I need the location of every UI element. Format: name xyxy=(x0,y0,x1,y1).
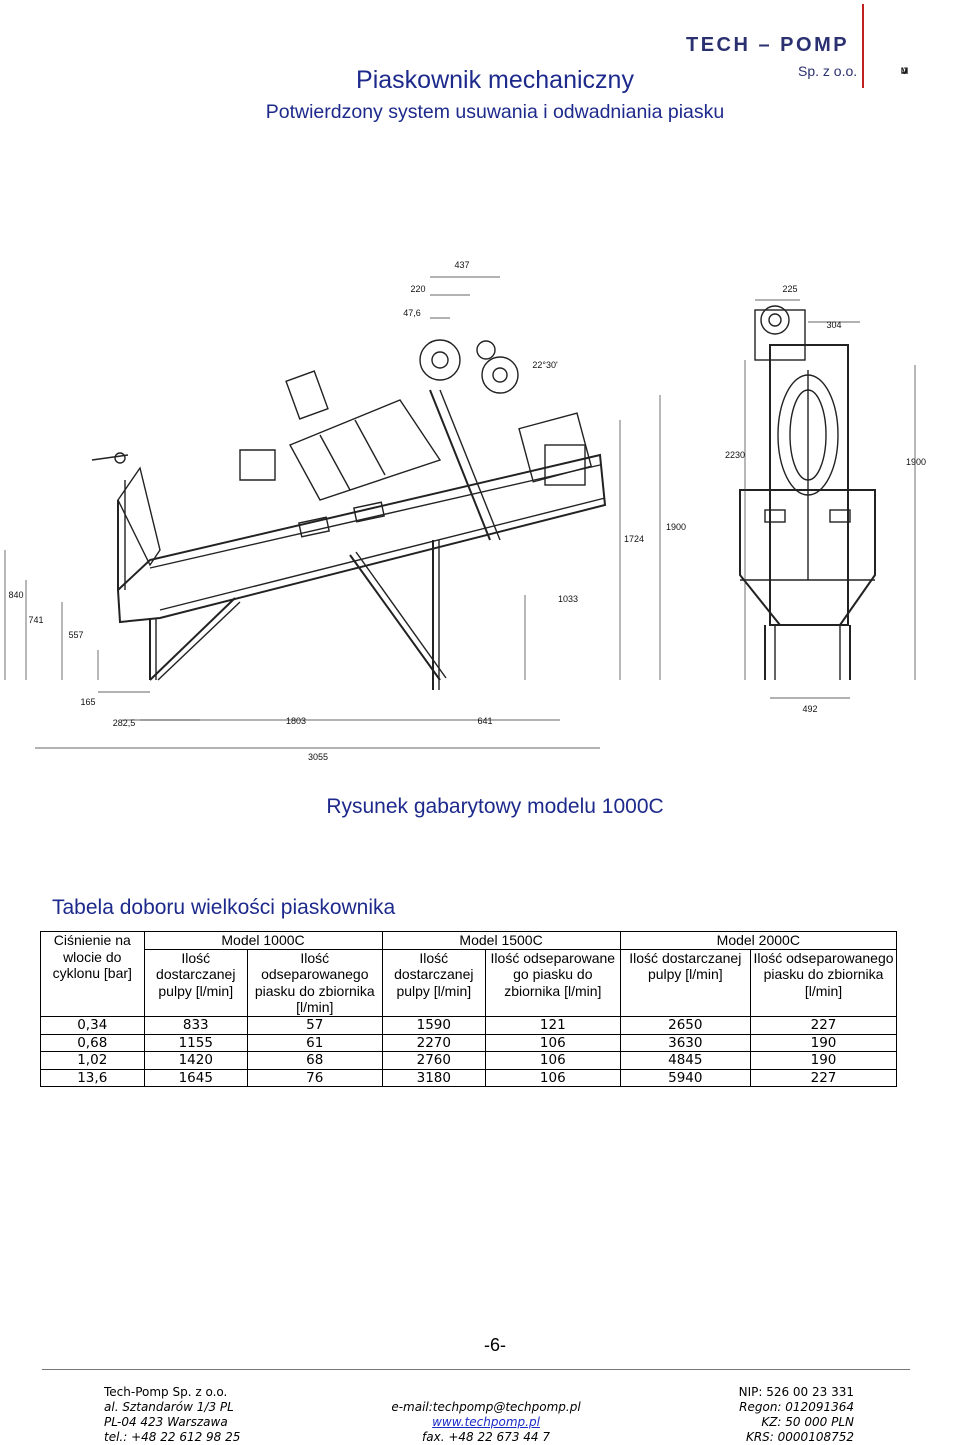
table-cell: 190 xyxy=(750,1033,897,1053)
table-cell: 0,68 xyxy=(40,1033,145,1053)
dim-304: 304 xyxy=(826,320,841,330)
table-title: Tabela doboru wielkości piaskownika xyxy=(52,896,396,919)
table-cell: 2270 xyxy=(381,1033,487,1053)
dim-557: 557 xyxy=(68,630,83,640)
col-header: Ilość dostarczanej pulpy [l/min] xyxy=(143,948,248,1017)
table-cell: 106 xyxy=(485,1051,621,1070)
table-row: 0,68 1155 61 2270 106 3630 190 xyxy=(40,1033,897,1053)
footer-address: Tech-Pomp Sp. z o.o. al. Sztandarów 1/3 … xyxy=(104,1385,240,1445)
table-cell: 833 xyxy=(143,1015,248,1035)
footer-company: Tech-Pomp Sp. z o.o. xyxy=(104,1385,228,1399)
dim-3055: 3055 xyxy=(308,752,328,762)
dim-220: 220 xyxy=(410,284,425,294)
table-cell: 121 xyxy=(485,1015,621,1035)
table-cell: 2650 xyxy=(619,1015,752,1035)
dim-840: 840 xyxy=(8,590,23,600)
table-row: 13,6 1645 76 3180 106 5940 227 xyxy=(40,1068,897,1088)
footer-contact: e-mail:techpomp@techpomp.pl www.techpomp… xyxy=(386,1385,586,1445)
drawing-caption: Rysunek gabarytowy modelu 1000C xyxy=(326,795,664,818)
selection-table: Ciśnienie na wlocie do cyklonu [bar] Mod… xyxy=(40,931,898,1088)
footer-regon: Regon: 012091364 xyxy=(739,1400,854,1414)
company-suffix: Sp. z o.o. xyxy=(798,63,858,79)
table-cell: 2760 xyxy=(381,1051,487,1070)
dimension-labels: 437 220 47,6 22°30' 1724 1900 1033 840 7… xyxy=(8,260,926,762)
table-cell: 0,34 xyxy=(40,1015,145,1035)
footer-nip: NIP: 526 00 23 331 xyxy=(738,1385,854,1399)
table-cell: 13,6 xyxy=(40,1068,145,1088)
footer-fax: fax. +48 22 673 44 7 xyxy=(422,1430,550,1444)
footer-street: al. Sztandarów 1/3 PL xyxy=(104,1400,234,1414)
footer-kz: KZ: 50 000 PLN xyxy=(761,1415,854,1429)
footer-registry: NIP: 526 00 23 331 Regon: 012091364 KZ: … xyxy=(712,1385,854,1445)
table-cell: 1420 xyxy=(143,1051,248,1070)
logo-accent-bar xyxy=(862,4,864,88)
dim-1900-side: 1900 xyxy=(666,522,686,532)
footer-krs: KRS: 0000108752 xyxy=(745,1430,854,1444)
dim-1033: 1033 xyxy=(558,594,578,604)
table-cell: 3630 xyxy=(619,1033,752,1053)
table-cell: 1590 xyxy=(381,1015,487,1035)
col-header: Ilość dostarczanej pulpy [l/min] xyxy=(619,948,752,1017)
dim-angle: 22°30' xyxy=(532,360,558,370)
page-title: Piaskownik mechaniczny xyxy=(356,66,634,94)
table-cell: 227 xyxy=(750,1015,897,1035)
table-cell: 68 xyxy=(247,1051,383,1070)
table-cell: 61 xyxy=(247,1033,383,1053)
table-cell: 106 xyxy=(485,1068,621,1088)
dim-225: 225 xyxy=(782,284,797,294)
page-subtitle: Potwierdzony system usuwania i odwadnian… xyxy=(265,101,725,123)
col-header: Ilość odseparowane go piasku do zbiornik… xyxy=(485,948,621,1017)
table-cell: 106 xyxy=(485,1033,621,1053)
col-header: Ilość dostarczanej pulpy [l/min] xyxy=(381,948,487,1017)
footer-website-link[interactable]: www.techpomp.pl xyxy=(432,1415,540,1429)
footer-email[interactable]: e-mail:techpomp@techpomp.pl xyxy=(391,1400,581,1414)
company-logo: MJ xyxy=(873,30,929,78)
dim-1724: 1724 xyxy=(624,534,644,544)
table-cell: 5940 xyxy=(619,1068,752,1088)
pressure-header: Ciśnienie na wlocie do cyklonu [bar] xyxy=(40,931,145,1017)
footer-divider xyxy=(42,1369,910,1370)
dim-492: 492 xyxy=(802,704,817,714)
table-cell: 1,02 xyxy=(40,1051,145,1070)
side-view xyxy=(91,339,607,690)
dim-2230: 2230 xyxy=(725,450,745,460)
dim-1803: 1803 xyxy=(286,716,306,726)
col-header: Ilość odseparowanego piasku do zbiornika… xyxy=(750,948,897,1017)
dim-437: 437 xyxy=(454,260,469,270)
page-number: -6- xyxy=(484,1335,506,1355)
table-cell: 227 xyxy=(750,1068,897,1088)
table-cell: 76 xyxy=(247,1068,383,1088)
dimension-drawing: 437 220 47,6 22°30' 1724 1900 1033 840 7… xyxy=(4,260,926,762)
dim-282-5: 282,5 xyxy=(113,718,136,728)
col-header: Ilość odseparowanego piasku do zbiornika… xyxy=(247,948,383,1017)
dim-741: 741 xyxy=(28,615,43,625)
footer-city: PL-04 423 Warszawa xyxy=(104,1415,228,1429)
table-cell: 3180 xyxy=(381,1068,487,1088)
dimension-lines xyxy=(4,276,916,749)
model-header-1500c: Model 1500C xyxy=(381,931,621,950)
company-name: TECH – POMP xyxy=(686,34,850,56)
table-cell: 57 xyxy=(247,1015,383,1035)
table-cell: 4845 xyxy=(619,1051,752,1070)
dim-47-6: 47,6 xyxy=(403,308,421,318)
table-row: 0,34 833 57 1590 121 2650 227 xyxy=(40,1015,897,1035)
front-view xyxy=(739,305,876,680)
dim-165: 165 xyxy=(80,697,95,707)
table-cell: 1155 xyxy=(143,1033,248,1053)
footer-phone: tel.: +48 22 612 98 25 xyxy=(104,1430,241,1444)
model-header-2000c: Model 2000C xyxy=(619,931,898,950)
model-header-1000c: Model 1000C xyxy=(143,931,383,950)
table-row: 1,02 1420 68 2760 106 4845 190 xyxy=(40,1051,897,1070)
table-cell: 190 xyxy=(750,1051,897,1070)
dim-1900-front: 1900 xyxy=(906,457,926,467)
dim-641: 641 xyxy=(477,716,492,726)
table-cell: 1645 xyxy=(143,1068,248,1088)
